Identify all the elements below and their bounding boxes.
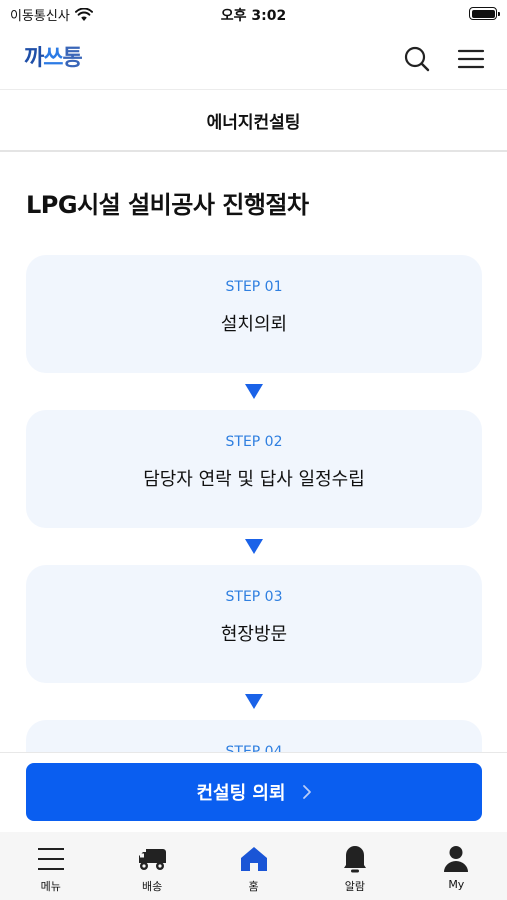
search-icon [404,46,430,72]
step-card-1: STEP 01 설치의뢰 [26,255,482,373]
status-bar: 이동통신사 오후 3:02 [0,0,507,28]
tab-label: 메뉴 [40,880,61,893]
step-number: STEP 02 [225,434,283,450]
tab-label: My [448,878,465,891]
steps-list[interactable]: STEP 01 설치의뢰 STEP 02 담당자 연락 및 답사 일정수립 ST… [0,245,507,752]
bell-icon [340,844,370,874]
step-number: STEP 03 [225,589,283,605]
section-title: LPG시설 설비공사 진행절차 [26,191,309,219]
hamburger-menu-icon [457,49,485,69]
search-button[interactable] [400,42,434,76]
consulting-request-button[interactable]: 컨설팅 의뢰 [26,763,482,821]
cta-label: 컨설팅 의뢰 [196,783,286,804]
tab-label: 홈 [248,880,259,893]
arrow-down-icon [245,384,263,399]
step-card-3: STEP 03 현장방문 [26,565,482,683]
bottom-tab-bar: 메뉴 배송 홈 [0,832,507,900]
tab-label: 알람 [344,880,366,893]
delivery-truck-icon [137,844,167,874]
battery-icon [469,7,500,20]
step-number: STEP 01 [225,279,283,295]
arrow-down-icon [245,694,263,709]
menu-icon [36,844,66,874]
step-name: 현장방문 [220,624,288,645]
logo-char-3: 통 [62,46,83,71]
tab-delivery[interactable]: 배송 [101,832,202,900]
app-header: 까쓰통 [0,28,507,90]
home-icon [239,844,269,874]
step-name: 설치의뢰 [220,314,288,335]
carrier-name: 이동통신사 [10,9,70,24]
page-title: 에너지컨설팅 [206,112,301,133]
chevron-right-icon [302,785,311,799]
user-icon [441,844,471,874]
step-number: STEP 04 [225,744,283,752]
menu-button[interactable] [454,42,488,76]
step-card-2: STEP 02 담당자 연락 및 답사 일정수립 [26,410,482,528]
logo-char-1: 까 [24,46,44,71]
divider [0,752,507,753]
tab-home[interactable]: 홈 [203,832,304,900]
app-logo[interactable]: 까쓰통 [24,40,83,72]
arrow-down-icon [245,539,263,554]
status-time: 오후 3:02 [220,8,287,24]
tab-alarm[interactable]: 알람 [304,832,405,900]
wifi-icon [74,7,93,21]
step-card-4: STEP 04 [26,720,482,752]
tab-my[interactable]: My [406,832,507,900]
tab-label: 배송 [141,880,163,893]
logo-char-2: 쓰 [43,46,63,71]
tab-menu[interactable]: 메뉴 [0,832,101,900]
carrier-info: 이동통신사 [10,5,93,24]
step-name: 담당자 연락 및 답사 일정수립 [143,469,365,490]
page-title-bar: 에너지컨설팅 [0,90,507,152]
